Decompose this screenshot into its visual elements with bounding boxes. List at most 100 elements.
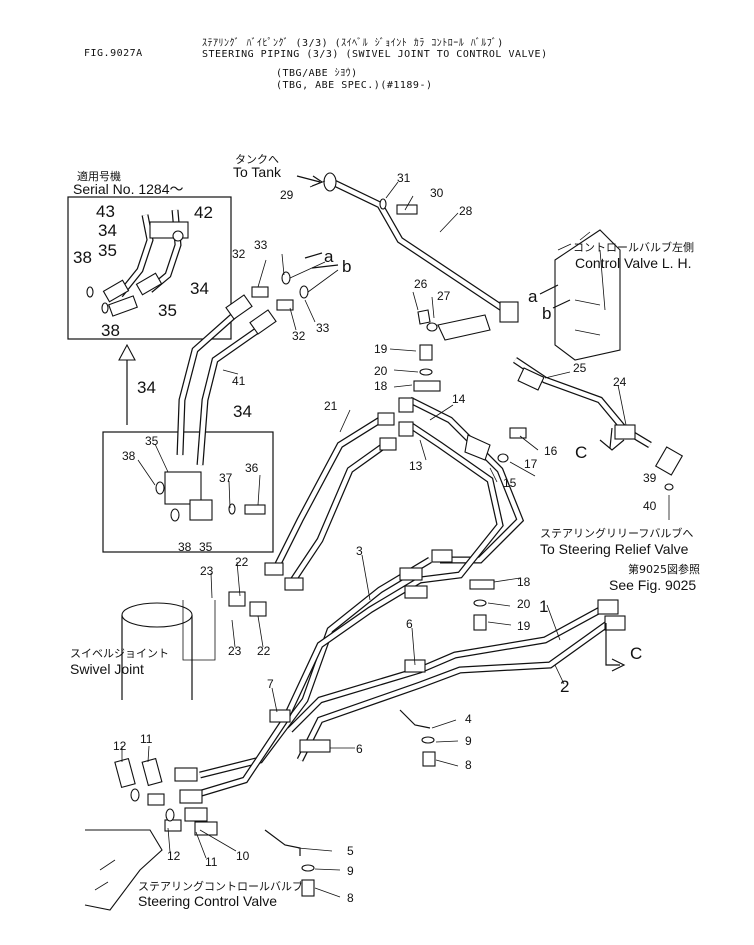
callout-32-top: 32	[232, 247, 246, 261]
callout-4: 4	[465, 712, 472, 726]
marker-a-left: a	[324, 247, 334, 266]
callout-26: 26	[414, 277, 428, 291]
callout-33-bottom: 33	[316, 321, 330, 335]
callout-35-inset-a: 35	[98, 241, 117, 260]
callout-29: 29	[280, 188, 294, 202]
control-valve-lh	[554, 229, 621, 361]
callout-6-bottom: 6	[356, 742, 363, 756]
callout-5: 5	[347, 844, 354, 858]
title-japanese: ｽﾃｱﾘﾝｸﾞ ﾊﾞｲﾋﾟﾝｸﾞ (3/3) (ｽｲﾍﾞﾙ ｼﾞｮｲﾝﾄ ｶﾗ …	[202, 38, 504, 49]
callout-11-top: 11	[140, 732, 153, 746]
see-fig-label-jp: 第9025図参照	[628, 562, 700, 576]
callout-numbers: 29 31 30 28 43 42 34 35 38 34 35 38 33 3…	[73, 171, 657, 905]
callout-7: 7	[267, 677, 274, 691]
title-english: STEERING PIPING (3/3) (SWIVEL JOINT TO C…	[202, 49, 548, 60]
callout-38-inset-a: 38	[73, 248, 92, 267]
callout-2: 2	[560, 677, 569, 696]
callout-23-top: 23	[200, 564, 214, 578]
callout-8-bottom: 8	[347, 891, 354, 905]
callout-1: 1	[539, 597, 548, 616]
callout-35-block-bottom: 35	[199, 540, 213, 554]
callout-11-bottom: 11	[205, 855, 218, 869]
callout-23-bottom: 23	[228, 644, 242, 658]
pipe-end-28	[499, 301, 519, 323]
callout-14: 14	[452, 392, 466, 406]
callout-20-bottom: 20	[517, 597, 531, 611]
marker-b-right: b	[542, 304, 551, 323]
steering-control-valve-label-jp: ステアリングコントロールバルブ	[138, 879, 303, 893]
marker-b-left: b	[342, 257, 351, 276]
callout-43: 43	[96, 202, 115, 221]
callout-27: 27	[437, 289, 451, 303]
swivel-block	[155, 471, 266, 522]
relief-valve-label-jp: ステアリングリリーフバルブへ	[540, 526, 693, 540]
callout-24: 24	[613, 375, 627, 389]
figure-number: FIG.9027A	[84, 48, 143, 59]
callout-36: 36	[245, 461, 259, 475]
marker-c-bottom: C	[630, 644, 642, 663]
swivel-detail-box	[102, 431, 274, 553]
detail-hoses	[86, 209, 189, 317]
callout-33-top: 33	[254, 238, 268, 252]
callout-10: 10	[236, 849, 250, 863]
callout-22-top: 22	[235, 555, 249, 569]
callout-34-inset-b: 34	[190, 279, 209, 298]
serial-label-en: Serial No. 1284～	[73, 181, 184, 197]
callout-19-bottom: 19	[517, 619, 531, 633]
callout-38-inset-b: 38	[101, 321, 120, 340]
callout-22-bottom: 22	[257, 644, 271, 658]
callout-6-top: 6	[406, 617, 413, 631]
callout-34-right: 34	[233, 402, 252, 421]
callout-39: 39	[643, 471, 657, 485]
swivel-joint-label-en: Swivel Joint	[70, 661, 144, 677]
callout-19-top: 19	[374, 342, 388, 356]
callout-18-bottom: 18	[517, 575, 531, 589]
control-valve-label-jp: コントロールバルブ左側	[573, 240, 694, 254]
marker-a-right: a	[528, 287, 538, 306]
fitting-32b	[276, 299, 294, 311]
callout-3: 3	[356, 544, 363, 558]
callout-8-top: 8	[465, 758, 472, 772]
callout-40: 40	[643, 499, 657, 513]
callout-21: 21	[324, 399, 338, 413]
callout-17: 17	[524, 457, 538, 471]
fitting-32a	[251, 286, 269, 298]
detail-inset-box	[67, 196, 232, 340]
steering-control-valve-label-en: Steering Control Valve	[138, 893, 277, 909]
spec-japanese: (TBG/ABE ｼﾖｳ)	[276, 68, 358, 79]
callout-18-top: 18	[374, 379, 388, 393]
callout-38-block-a: 38	[122, 449, 136, 463]
callout-42: 42	[194, 203, 213, 222]
control-valve-label-en: Control Valve L. H.	[575, 255, 691, 271]
see-fig-label-en: See Fig. 9025	[609, 577, 696, 593]
callout-32-bottom: 32	[292, 329, 306, 343]
callout-16: 16	[544, 444, 558, 458]
callout-35-block-top: 35	[145, 434, 159, 448]
spec-english: (TBG, ABE SPEC.)(#1189-)	[276, 80, 433, 91]
callout-30: 30	[430, 186, 444, 200]
serial-label-jp: 適用号機	[77, 169, 121, 183]
callout-12-bottom: 12	[167, 849, 181, 863]
swivel-joint-label-jp: スイベルジョイント	[70, 647, 169, 660]
callout-12-top: 12	[113, 739, 127, 753]
callout-9-bottom: 9	[347, 864, 354, 878]
callout-9-top: 9	[465, 734, 472, 748]
marker-c-top: C	[575, 443, 587, 462]
callout-15: 15	[503, 476, 517, 490]
relief-valve-label-en: To Steering Relief Valve	[540, 541, 689, 557]
callout-13: 13	[409, 459, 423, 473]
callout-34-left: 34	[137, 378, 156, 397]
callout-31: 31	[397, 171, 411, 185]
callout-25: 25	[573, 361, 587, 375]
callout-34-inset-a: 34	[98, 221, 117, 240]
callout-41: 41	[232, 374, 246, 388]
callout-38-block-b: 38	[178, 540, 192, 554]
steering-control-valve	[84, 829, 163, 911]
callout-28: 28	[459, 204, 473, 218]
tank-label-en: To Tank	[233, 164, 282, 180]
swivel-joint	[121, 600, 216, 700]
callout-37: 37	[219, 471, 233, 485]
detail-arrow-icon	[118, 343, 136, 361]
callout-20-top: 20	[374, 364, 388, 378]
